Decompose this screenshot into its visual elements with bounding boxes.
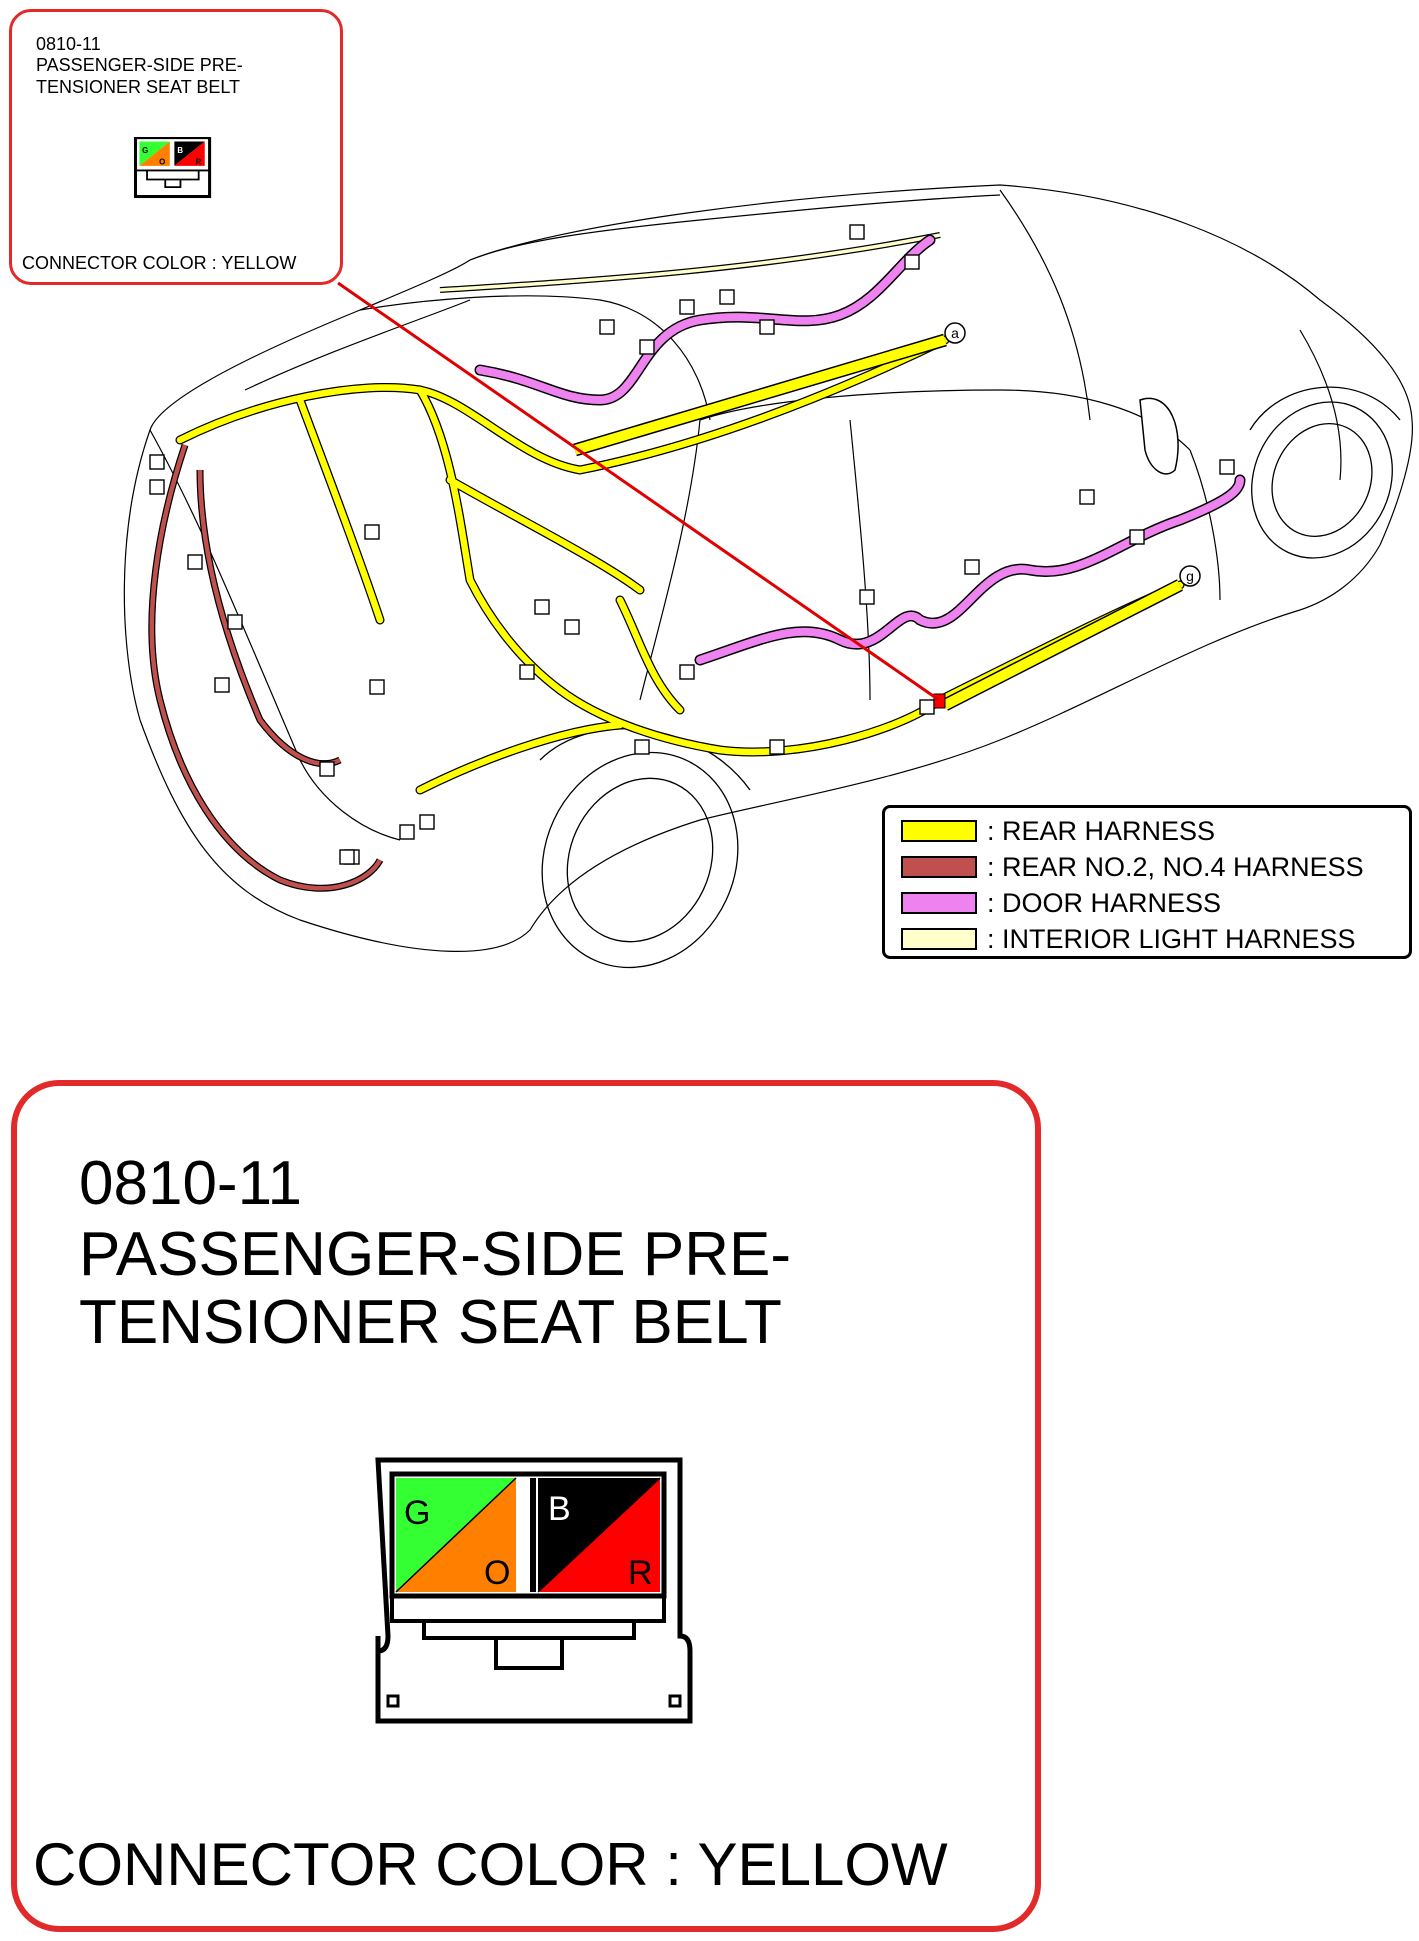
- target-connector: [933, 693, 946, 709]
- legend-label: : INTERIOR LIGHT HARNESS: [987, 923, 1356, 954]
- connector-title: PASSENGER-SIDE PRE-TENSIONER SEAT BELT: [36, 55, 243, 97]
- legend-swatch: [901, 820, 977, 842]
- connector-code: 0810-11: [79, 1149, 302, 1218]
- rear-no2-no4-harness: [148, 443, 384, 892]
- pin-label: O: [484, 1554, 510, 1592]
- connector-title: PASSENGER-SIDE PRE-TENSIONER SEAT BELT: [79, 1220, 792, 1357]
- connector-callout-large: 0810-11 PASSENGER-SIDE PRE-TENSIONER SEA…: [11, 1080, 1041, 1932]
- marker-a: a: [944, 322, 966, 344]
- car-wheels: [539, 386, 1401, 969]
- connector-code: 0810-11: [36, 34, 101, 54]
- door-harness: [474, 234, 1246, 666]
- pointer-line: [337, 281, 940, 702]
- pin-label: G: [142, 146, 148, 155]
- connector-pinout-icon: G O B R: [375, 1457, 693, 1724]
- legend-item-door-harness: : DOOR HARNESS: [901, 888, 1221, 918]
- door-mirror: [1139, 397, 1179, 475]
- pin-label: R: [196, 157, 202, 166]
- legend-label: : DOOR HARNESS: [987, 887, 1222, 918]
- legend-swatch: [901, 892, 977, 914]
- legend-label: : REAR HARNESS: [987, 815, 1216, 846]
- legend-item-rear-no2-no4-harness: : REAR NO.2, NO.4 HARNESS: [901, 852, 1364, 882]
- pin-label: G: [404, 1494, 430, 1532]
- pin-label: R: [628, 1554, 653, 1592]
- legend-label: : REAR NO.2, NO.4 HARNESS: [987, 851, 1364, 882]
- connector-color-label: CONNECTOR COLOR : YELLOW: [22, 253, 297, 273]
- connector-callout-small: 0810-11 PASSENGER-SIDE PRE-TENSIONER SEA…: [9, 9, 343, 285]
- legend-swatch: [901, 928, 977, 950]
- legend-swatch: [901, 856, 977, 878]
- svg-text:a: a: [951, 325, 959, 341]
- interior-light-harness: [439, 232, 941, 293]
- car-body-outline: [123, 184, 1413, 952]
- pin-label: B: [177, 146, 183, 155]
- harness-legend: : REAR HARNESS : REAR NO.2, NO.4 HARNESS…: [882, 805, 1412, 959]
- svg-text:g: g: [1186, 568, 1194, 584]
- connector-color-label: CONNECTOR COLOR : YELLOW: [33, 1831, 948, 1898]
- car-harness-diagram: a g: [123, 184, 1413, 969]
- pin-label: O: [159, 157, 165, 166]
- legend-item-interior-light-harness: : INTERIOR LIGHT HARNESS: [901, 924, 1356, 954]
- legend-item-rear-harness: : REAR HARNESS: [901, 816, 1215, 846]
- connector-pinout-icon: G O B R: [133, 137, 212, 199]
- harness-connectors: [149, 224, 1235, 865]
- pin-label: B: [548, 1490, 571, 1528]
- marker-g: g: [1179, 565, 1201, 587]
